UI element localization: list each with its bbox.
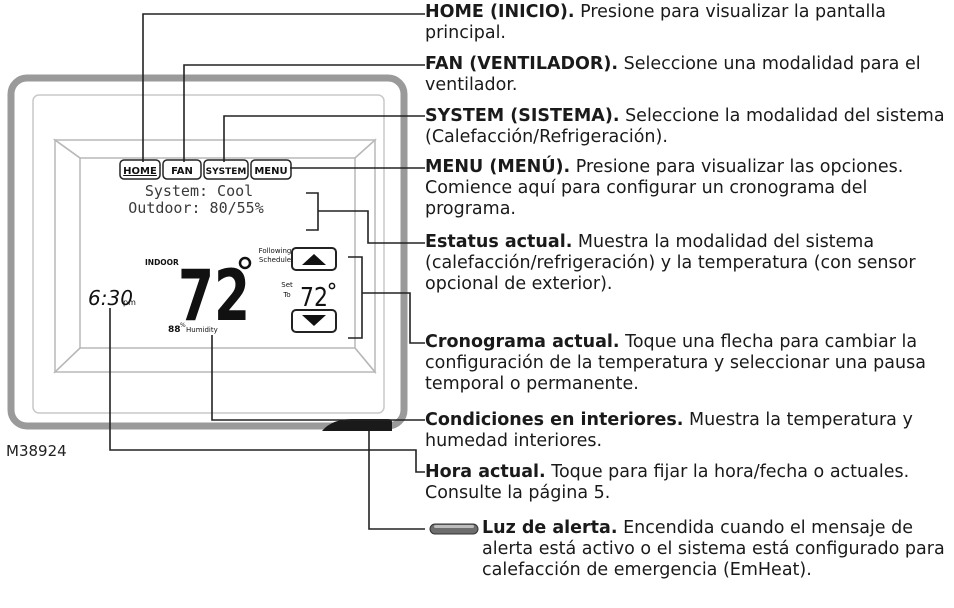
annotation-system: SYSTEM (SISTEMA). Seleccione la modalida… [425,106,950,148]
indoor-temperature: 72 [178,255,250,337]
annotation-title: Cronograma actual. [425,332,620,352]
svg-text:FAN: FAN [171,166,193,177]
up-arrow-icon [302,254,326,265]
annotation-title: Luz de alerta. [482,518,618,538]
annotation-text: Toque para fijar la hora/fecha o actuale… [425,462,910,503]
annotation-title: HOME (INICIO). [425,2,575,22]
system-button[interactable]: SYSTEM [203,159,249,180]
alert-light [322,419,392,431]
annotation-indoor: Condiciones en interiores. Muestra la te… [425,410,950,452]
set-label: Set [281,281,293,289]
annotation-home: HOME (INICIO). Presione para visualizar … [425,2,950,44]
menu-button[interactable]: MENU [250,159,292,180]
humidity-unit: % [180,322,186,329]
temperature-up-button[interactable] [291,247,337,271]
annotation-title: Estatus actual. [425,232,573,252]
svg-text:HOME: HOME [123,166,157,177]
fan-button[interactable]: FAN [162,159,202,180]
temperature-down-button[interactable] [291,309,337,333]
annotation-text: Seleccione la modalidad del sistema (Cal… [425,106,945,147]
annotation-title: Hora actual. [425,462,546,482]
annotation-text: Seleccione una modalidad para el ventila… [425,54,921,95]
to-label: To [282,291,290,299]
annotation-status: Estatus actual. Muestra la modalidad del… [425,232,950,295]
alert-light-highlight [434,525,474,528]
annotation-title: SYSTEM (SISTEMA). [425,106,620,126]
annotation-fan: FAN (VENTILADOR). Seleccione una modalid… [425,54,950,96]
annotation-text: Presione para visualizar la pantalla pri… [425,2,886,43]
annotation-text: Encendida cuando el mensaje de alerta es… [482,518,945,580]
following-label: Following [259,247,292,255]
annotation-time: Hora actual. Toque para fijar la hora/fe… [425,462,950,504]
annotation-menu: MENU (MENÚ). Presione para visualizar la… [425,157,950,220]
annotation-title: FAN (VENTILADOR). [425,54,619,74]
annotation-title: MENU (MENÚ). [425,157,571,177]
figure-code: M38924 [6,442,67,460]
current-time[interactable]: 6:30 [88,286,133,310]
home-button[interactable]: HOME [119,159,161,180]
indoor-label: INDOOR [145,258,179,267]
annotation-schedule: Cronograma actual. Toque una flecha para… [425,332,950,395]
humidity-label: Humidity [186,326,218,334]
down-arrow-icon [302,315,326,326]
screen-bezel [52,138,377,375]
time-suffix: pm [123,298,136,307]
annotation-text: Toque una flecha para cambiar la configu… [425,332,926,394]
system-status: System: Cool [145,182,253,200]
schedule-label: Schedule [259,256,291,264]
svg-text:SYSTEM: SYSTEM [206,167,247,177]
annotation-text: Presione para visualizar las opciones. C… [425,157,904,219]
callout-lines [109,13,425,530]
annotation-text: Muestra la modalidad del sistema (calefa… [425,232,916,294]
outdoor-status: Outdoor: 80/55% [128,199,263,217]
set-degree-symbol [328,282,336,290]
humidity-value: 88 [168,325,181,335]
degree-symbol [238,256,252,270]
set-temperature: 72 [300,283,328,313]
annotation-alert: Luz de alerta. Encendida cuando el mensa… [482,518,952,581]
annotation-text: Muestra la temperatura y humedad interio… [425,410,913,451]
svg-text:MENU: MENU [254,166,287,177]
annotation-title: Condiciones en interiores. [425,410,684,430]
